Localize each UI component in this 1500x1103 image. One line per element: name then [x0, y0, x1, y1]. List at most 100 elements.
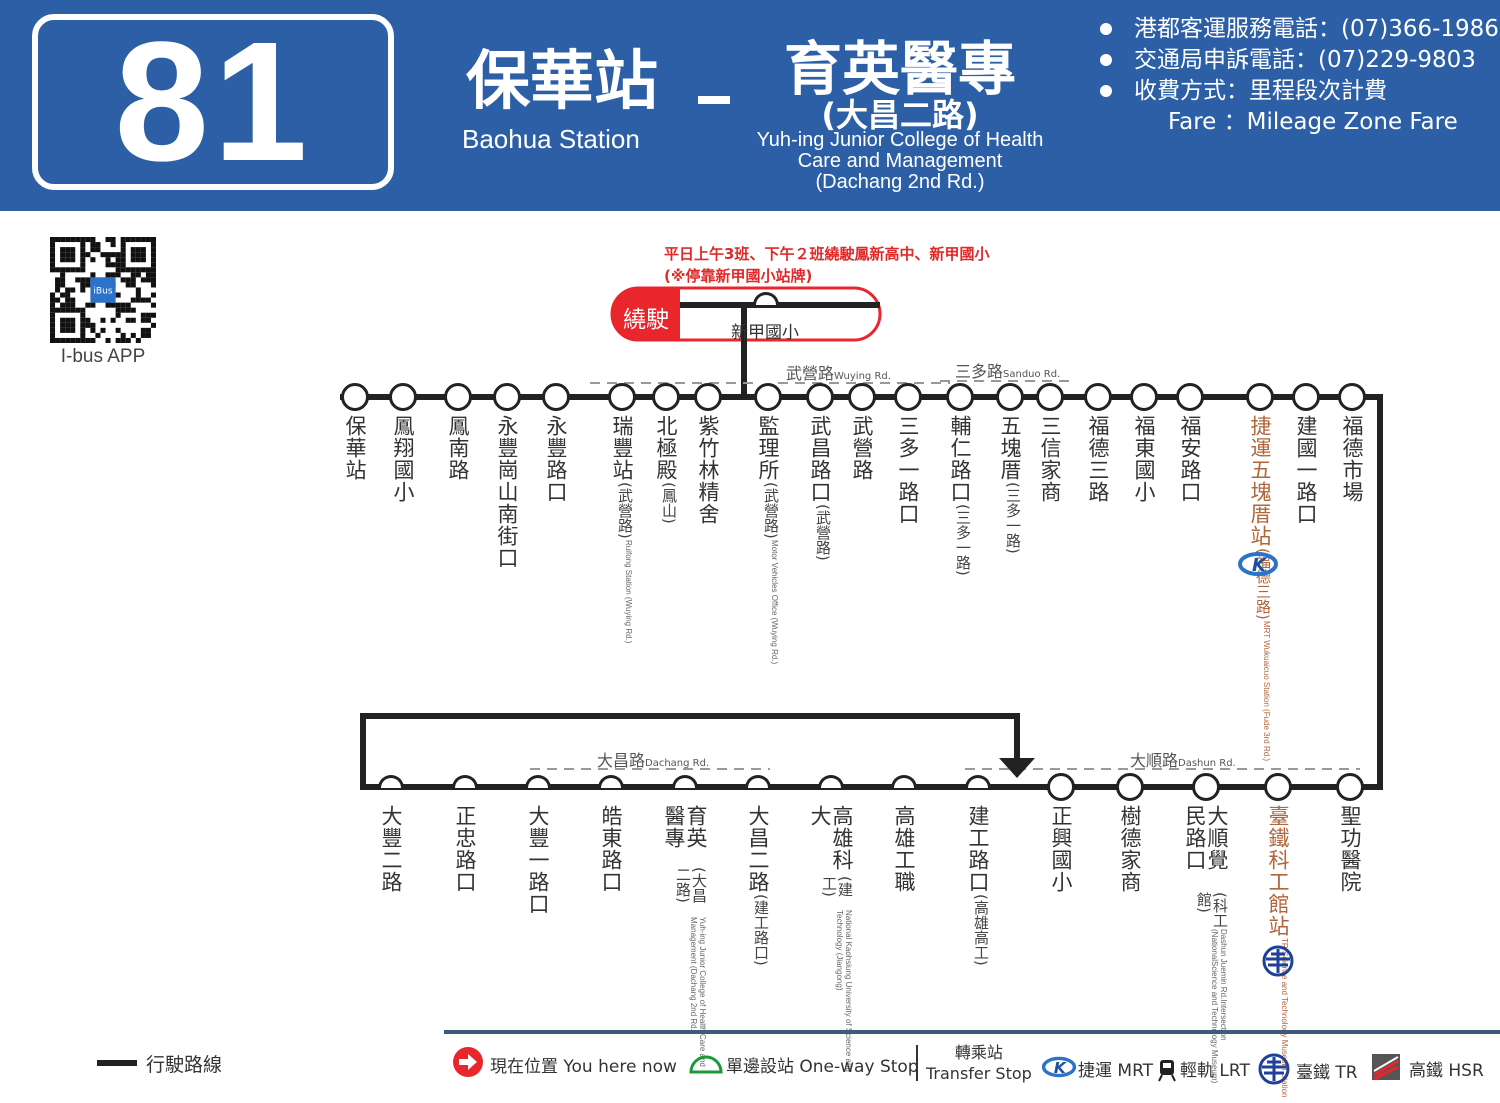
detour-note-2: (※停靠新甲國小站牌): [664, 267, 813, 285]
stop-name: 樹德家商: [1118, 805, 1142, 893]
stop-name-en: Ruifong Station (Wuying Rd.): [624, 539, 633, 644]
stop-label: 福德三路: [1086, 415, 1110, 503]
info-fare-en: Fare ：Mileage Zone Fare: [1168, 109, 1458, 135]
legend-tr: 臺鐵 TR: [1296, 1063, 1358, 1083]
stop-label: 育英醫專(大昌二路)Yuh-ing Junior College of Heal…: [662, 805, 708, 1103]
stop-label: 福安路口: [1178, 415, 1202, 503]
stop-label: 大豐二路: [379, 805, 403, 893]
stop-name: 正忠路口: [453, 805, 477, 893]
stop-label: 永豐路口: [544, 415, 568, 503]
stop-name: 鳳南路: [446, 415, 470, 481]
legend-rule: [444, 1030, 1500, 1034]
destination-en: Yuh-ing Junior College of Health Care an…: [752, 130, 1048, 193]
stop-marker: [1176, 383, 1204, 411]
stop-marker: [1264, 773, 1292, 801]
stop-subname: (建工路口): [752, 894, 770, 966]
stop-name-en: TR Science and Technology Museum Station: [1280, 938, 1289, 1098]
legend-divider: [916, 1045, 918, 1081]
stop-label: 武昌路口(武營路): [808, 415, 832, 561]
stop-marker: [894, 383, 922, 411]
stop-name: 永豐崗山南街口: [495, 415, 519, 569]
stop-name: 捷運五塊厝站: [1248, 415, 1272, 547]
stop-label: 建工路口(高雄高工): [966, 805, 990, 966]
detour-note-1: 平日上午3班、下午２班繞駛鳳新高中、新甲國小: [664, 245, 990, 263]
stop-marker: [652, 383, 680, 411]
stop-label: 樹德家商: [1118, 805, 1142, 893]
you-are-here-icon: [453, 1047, 483, 1077]
svg-text:K: K: [1054, 1059, 1067, 1077]
destination-en-2: Care and Management: [797, 150, 1003, 172]
stop-marker: [389, 383, 417, 411]
stop-marker: [1130, 383, 1158, 411]
stop-name-en: National Kaohsiung University of Science…: [835, 909, 853, 1072]
stop-label: 三信家商: [1038, 415, 1062, 503]
stop-subname: (建工): [820, 875, 854, 897]
stop-label: 瑞豐站(武營路)Ruifong Station (Wuying Rd.): [610, 415, 634, 644]
stop-label: 建國一路口: [1294, 415, 1318, 525]
legend-tr-icon: [1258, 1053, 1290, 1085]
stop-name: 鳳翔國小: [391, 415, 415, 503]
stop-name: 皓東路口: [599, 805, 623, 893]
transfer-zh: 轉乘站: [954, 1043, 1003, 1062]
qr-code[interactable]: iBus: [50, 237, 156, 343]
mrt-icon: K: [1238, 552, 1278, 576]
stop-subname: (科工館): [1195, 891, 1229, 928]
stop-label: 五塊厝(三多一路): [998, 415, 1022, 554]
stop-label: 高雄工職: [892, 805, 916, 893]
stop-marker: [608, 383, 636, 411]
info-list: 港都客運服務電話：(07)366-1986 交通局申訴電話：(07)229-98…: [1100, 14, 1499, 138]
detour-label: 繞駛: [623, 307, 669, 333]
stop-marker: [996, 383, 1024, 411]
destination-en-1: Yuh-ing Junior College of Health: [756, 129, 1044, 151]
road-dashun: 大順路Dashun Rd.: [1130, 751, 1236, 770]
detour-stop-marker: [753, 292, 779, 305]
stop-marker: [341, 383, 369, 411]
stop-subname: (武營路): [616, 482, 634, 539]
stop-name: 五塊厝: [998, 415, 1022, 481]
stop-subname: (三多一路): [1004, 482, 1022, 554]
stop-name: 高雄科大: [808, 805, 854, 871]
stop-name: 大豐一路口: [526, 805, 550, 915]
stop-name: 永豐路口: [544, 415, 568, 503]
stop-name-en: Yuh-ing Junior College of Health Care an…: [689, 917, 707, 1068]
stop-label: 大順覺民路口(科工館)Dashun Juemin Rd.Intersection…: [1183, 805, 1229, 1103]
stop-marker: [1084, 383, 1112, 411]
info-complaint: 交通局申訴電話：(07)229-9803: [1100, 45, 1499, 76]
stop-name-en: Motor Vehicles Office (Wuying Rd.): [770, 539, 779, 664]
one-way-stop-marker: [525, 775, 551, 788]
stop-subname: (武營路): [762, 482, 780, 539]
one-way-stop-marker: [672, 775, 698, 788]
stop-label: 鳳南路: [446, 415, 470, 481]
svg-text:iBus: iBus: [93, 287, 113, 297]
legend-here: 現在位置 You here now: [490, 1057, 677, 1077]
stop-label: 監理所(武營路)Motor Vehicles Office (Wuying Rd…: [756, 415, 780, 664]
stop-subname: (福德三路): [1254, 548, 1272, 620]
stop-label: 高雄科大 (建工) National Kaohsiung University of…: [808, 805, 854, 1103]
stop-name: 大昌二路: [746, 805, 770, 893]
direction-arrow: [999, 758, 1035, 778]
stop-name: 臺鐵科工館站: [1266, 805, 1290, 937]
one-way-stop-marker: [745, 775, 771, 788]
stop-label: 聖功醫院: [1338, 805, 1362, 893]
stop-name: 高雄工職: [892, 805, 916, 893]
stop-marker: [694, 383, 722, 411]
stop-marker: [542, 383, 570, 411]
stop-label: 北極殿(鳳山): [654, 415, 678, 524]
stop-marker: [1036, 383, 1064, 411]
destination-zh: 育英醫專: [783, 35, 1016, 103]
stop-marker: [1292, 383, 1320, 411]
stop-label: 紫竹林精舍: [696, 415, 720, 525]
stop-name: 福德三路: [1086, 415, 1110, 503]
stop-name: 北極殿: [654, 415, 678, 481]
stop-name: 保華站: [343, 415, 367, 481]
stop-name: 大豐二路: [379, 805, 403, 893]
stop-name: 福安路口: [1178, 415, 1202, 503]
origin-en: Baohua Station: [462, 124, 640, 154]
stop-label: 鳳翔國小: [391, 415, 415, 503]
stop-label: 大昌二路(建工路口): [746, 805, 770, 966]
stop-marker: [493, 383, 521, 411]
route-line: [340, 394, 1383, 790]
stop-name: 聖功醫院: [1338, 805, 1362, 893]
